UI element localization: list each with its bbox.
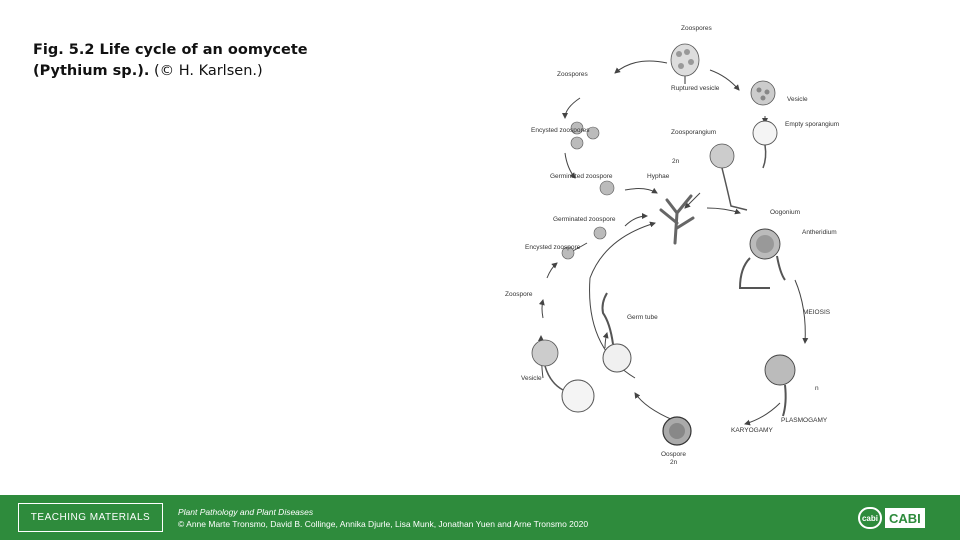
cabi-logo-text: CABI bbox=[885, 508, 925, 528]
arrow-encysted-left-up bbox=[546, 262, 558, 279]
caption-title: Fig. 5.2 Life cycle of an oomycete (Pyth… bbox=[33, 42, 308, 79]
label-karyogamy: KARYOGAMY bbox=[731, 427, 773, 434]
arrow-zoospore-left-up bbox=[538, 299, 545, 319]
vesicle-left-illustration bbox=[531, 339, 595, 413]
cabi-logo-icon: cabi bbox=[858, 507, 882, 529]
empty-sporangium-illustration bbox=[752, 120, 778, 169]
label-vesicle-right: Vesicle bbox=[787, 96, 808, 103]
zoosporangium-illustration bbox=[709, 143, 748, 211]
footer-credits: Plant Pathology and Plant Diseases © Ann… bbox=[178, 506, 588, 530]
label-n: n bbox=[815, 385, 819, 392]
ruptured-vesicle-illustration bbox=[670, 43, 700, 84]
label-germinated-zoospore-2: Germinated zoospore bbox=[553, 216, 616, 223]
arrow-left-down bbox=[562, 97, 581, 119]
footer-bar: TEACHING MATERIALS Plant Pathology and P… bbox=[0, 495, 960, 540]
label-oospore-ploidy: 2n bbox=[670, 459, 678, 466]
label-hyphae: Hyphae bbox=[647, 173, 670, 180]
arrow-meiosis bbox=[794, 279, 809, 344]
label-ruptured-vesicle: Ruptured vesicle bbox=[671, 85, 720, 92]
arrow-top-zoospores-to-left bbox=[614, 60, 668, 74]
vesicle-right-illustration bbox=[750, 80, 776, 106]
label-germinated-zoospore-1: Germinated zoospore bbox=[550, 173, 613, 180]
oogonium-illustration bbox=[738, 228, 786, 289]
cabi-logo: cabi CABI bbox=[858, 507, 933, 529]
label-vesicle-left: Vesicle bbox=[521, 375, 542, 382]
caption-credit: (© H. Karlsen.) bbox=[149, 63, 263, 79]
label-encysted-zoospores: Encysted zoospores bbox=[531, 127, 590, 134]
arrow-karyogamy bbox=[634, 392, 674, 421]
label-zoosporangium: Zoosporangium bbox=[671, 129, 716, 136]
teaching-materials-badge: TEACHING MATERIALS bbox=[18, 503, 163, 532]
arrow-germinated-to-hyphae bbox=[624, 187, 658, 194]
label-oogonium: Oogonium bbox=[770, 209, 800, 216]
label-2n: 2n bbox=[672, 158, 680, 165]
arrow-zoospores-to-vesicle bbox=[709, 69, 740, 91]
label-zoospores-left: Zoospores bbox=[557, 71, 588, 78]
encysted-zoospores-illustration bbox=[561, 121, 615, 260]
label-oospore: Oospore bbox=[661, 451, 686, 458]
arrow-encysted-down bbox=[564, 152, 576, 179]
arrow-plasmogamy bbox=[744, 402, 781, 426]
arrow-germinated2-to-hyphae bbox=[624, 213, 648, 227]
label-antheridium: Antheridium bbox=[802, 229, 837, 236]
label-encysted-zoospore: Encysted zoospore bbox=[525, 244, 581, 251]
book-title: Plant Pathology and Plant Diseases bbox=[178, 507, 314, 517]
life-cycle-diagram: Zoospores Zoospores Ruptured vesicle Ves… bbox=[495, 18, 865, 488]
label-germ-tube: Germ tube bbox=[627, 314, 658, 321]
label-plasmogamy: PLASMOGAMY bbox=[781, 417, 828, 424]
arrow-zoosporangium-to-hyphae bbox=[684, 192, 701, 209]
label-empty-sporangium: Empty sporangium bbox=[785, 121, 839, 128]
plasmogamy-illustration bbox=[764, 354, 796, 417]
arrow-hyphae-to-oogonium bbox=[706, 207, 741, 215]
label-meiosis: MEIOSIS bbox=[803, 309, 831, 316]
arrow-germtube-up bbox=[602, 332, 609, 349]
copyright-line: © Anne Marte Tronsmo, David B. Collinge,… bbox=[178, 519, 589, 529]
germinating-oospore-illustration bbox=[601, 292, 632, 373]
label-zoospore: Zoospore bbox=[505, 291, 533, 298]
hyphae-illustration bbox=[659, 194, 695, 245]
label-zoospores-top: Zoospores bbox=[681, 25, 712, 32]
figure-caption: Fig. 5.2 Life cycle of an oomycete (Pyth… bbox=[33, 40, 363, 82]
life-cycle-svg: Zoospores Zoospores Ruptured vesicle Ves… bbox=[505, 25, 839, 466]
oospore-illustration bbox=[662, 416, 692, 446]
